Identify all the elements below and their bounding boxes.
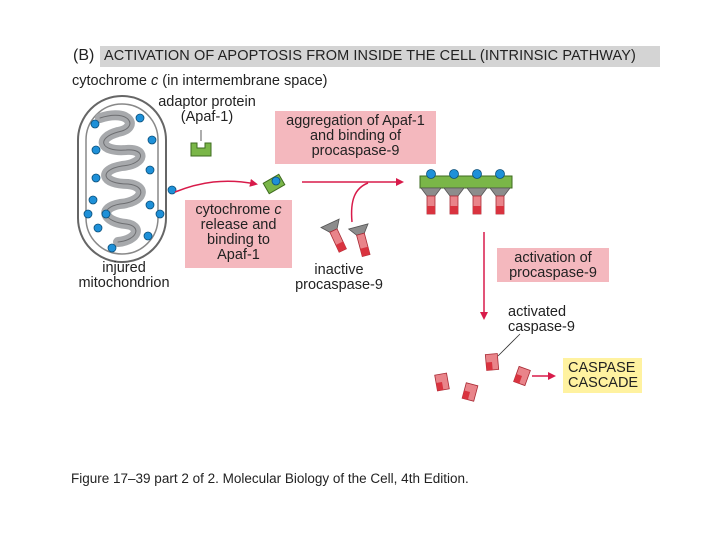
caspase-cascade-text: CASPASE CASCADE bbox=[568, 360, 639, 391]
inactive-procaspase-label: inactive procaspase-9 bbox=[295, 262, 383, 293]
header-background bbox=[100, 46, 660, 67]
activation-box-text: activation of procaspase-9 bbox=[509, 250, 597, 281]
release-box-text: cytochrome c release and binding to Apaf… bbox=[195, 202, 282, 263]
aggregation-box bbox=[275, 111, 436, 164]
release-box bbox=[185, 200, 292, 268]
figure-caption: Figure 17–39 part 2 of 2. Molecular Biol… bbox=[71, 471, 469, 486]
apoptosome bbox=[419, 169, 513, 215]
activation-box bbox=[497, 248, 609, 282]
pathway-arrows bbox=[174, 178, 556, 380]
figure-title: ACTIVATION OF APOPTOSIS FROM INSIDE THE … bbox=[104, 48, 636, 64]
apaf1-adaptor-shape bbox=[190, 142, 212, 157]
aggregation-box-text: aggregation of Apaf-1 and binding of pro… bbox=[286, 113, 425, 159]
panel-label: (B) bbox=[73, 47, 95, 64]
apaf1-cytochrome-complex bbox=[262, 173, 286, 195]
activated-caspase-label: activated caspase-9 bbox=[508, 304, 575, 335]
adaptor-protein-label: adaptor protein (Apaf-1) bbox=[158, 94, 256, 125]
cytochrome-c-dots bbox=[83, 113, 177, 253]
inactive-procaspase-9 bbox=[320, 218, 371, 257]
cytochrome-c-label: cytochrome c (in intermembrane space) bbox=[72, 73, 328, 89]
injured-mitochondrion-label: injured mitochondrion bbox=[78, 260, 170, 291]
caspase-cascade-box bbox=[563, 358, 642, 393]
activated-caspase-9 bbox=[434, 333, 531, 402]
